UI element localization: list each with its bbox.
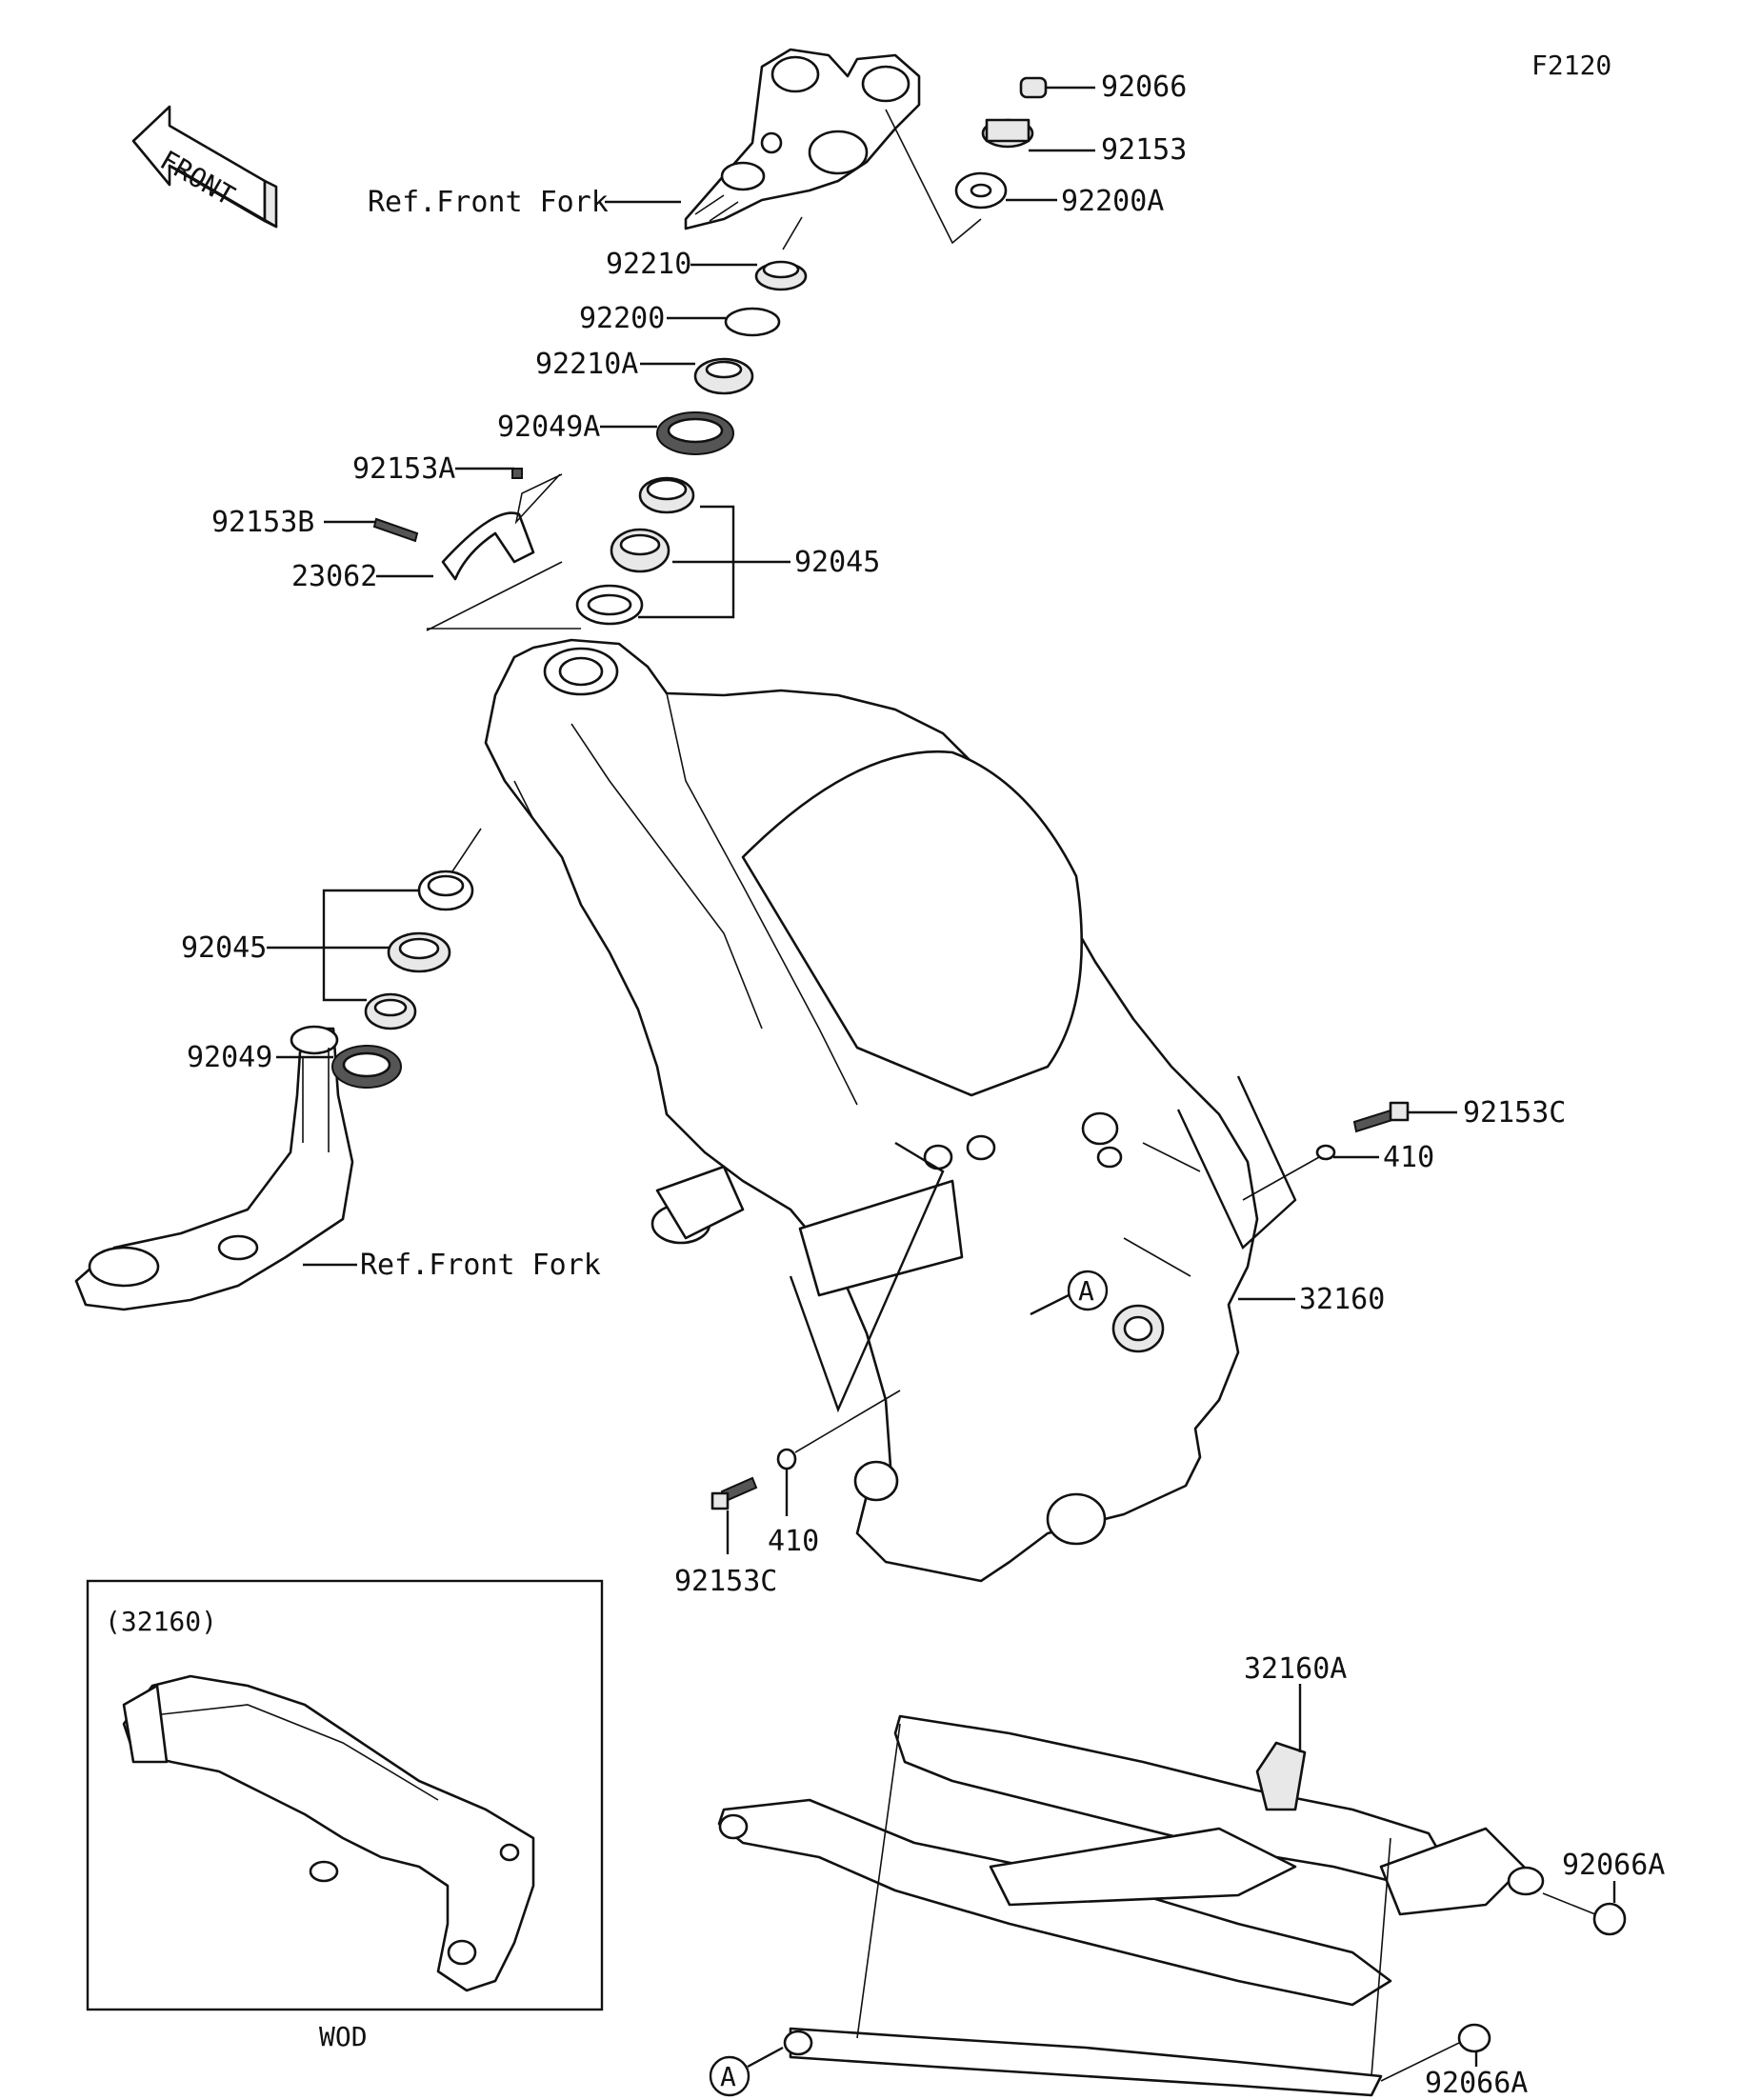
leader-frame-left: [789, 1141, 945, 1413]
label-92045-left: 92045: [181, 931, 267, 965]
inset-box: [86, 1579, 604, 2011]
bolt-92153C-left: [710, 1476, 758, 1554]
ref-A-main: A: [1030, 1270, 1109, 1316]
bracket-23062: [324, 467, 563, 631]
label-410-left: 410: [768, 1525, 819, 1558]
label-92200A: 92200A: [1061, 185, 1164, 218]
leader-frame-right: [1176, 1075, 1297, 1250]
front-direction-arrow-icon: FRONT: [131, 105, 278, 229]
lower-triple-clamp-stem: [74, 1025, 354, 1311]
label-92049: 92049: [187, 1041, 272, 1074]
inset-caption: WOD: [319, 2021, 368, 2052]
ref-A-subframe-label: A: [720, 2061, 736, 2092]
ref-A-main-label: A: [1078, 1275, 1094, 1307]
rear-subframe-32160A: [717, 1714, 1545, 2097]
inset-title: (32160): [105, 1606, 217, 1637]
label-92200: 92200: [579, 302, 665, 335]
label-92066A-right: 92066A: [1562, 1849, 1665, 1882]
nut-92210A: [640, 357, 754, 395]
bearing-set-lower-92045: [267, 828, 482, 1030]
inset-frame-drawing: [122, 1674, 535, 1992]
label-ref-front-fork-top: Ref.Front Fork: [368, 186, 609, 219]
label-410-right: 410: [1383, 1141, 1434, 1174]
locknut-92210: [690, 216, 808, 291]
leader-stem-bolt: [885, 109, 982, 245]
label-92066: 92066: [1101, 70, 1187, 104]
washer-92200A: [954, 171, 1057, 210]
seal-92049A: [600, 411, 734, 455]
label-92153B: 92153B: [211, 506, 314, 539]
ref-A-subframe: A: [709, 2046, 784, 2097]
upper-triple-clamp: [684, 48, 921, 230]
plug-92066A-bottom: [1380, 2023, 1491, 2082]
label-92153: 92153: [1101, 133, 1187, 167]
washer-92200: [667, 307, 781, 337]
plug-92066A-right: [1542, 1881, 1627, 1936]
main-frame-32160: [484, 638, 1259, 1583]
label-92049A: 92049A: [497, 410, 600, 444]
bolt-92153C-right: [1352, 1101, 1457, 1133]
label-92066A-bottom: 92066A: [1425, 2067, 1528, 2100]
label-32160A: 32160A: [1244, 1652, 1347, 1686]
label-ref-front-fork-bottom: Ref.Front Fork: [360, 1249, 601, 1282]
label-92210: 92210: [606, 248, 691, 281]
label-23062: 23062: [291, 560, 377, 593]
cap-92066: [1019, 76, 1095, 99]
label-92153C-right: 92153C: [1463, 1096, 1566, 1130]
nut-92153: [981, 118, 1095, 152]
label-92045-right: 92045: [794, 546, 880, 579]
label-32160: 32160: [1299, 1283, 1385, 1316]
seal-92049: [276, 1045, 402, 1089]
figure-code: F2120: [1531, 50, 1611, 81]
washer-410-right: [1315, 1144, 1379, 1161]
bearing-set-upper-92045: [575, 476, 790, 626]
label-92210A: 92210A: [535, 348, 638, 381]
label-92153C-left: 92153C: [674, 1565, 777, 1598]
leader-410-right: [1242, 1156, 1320, 1201]
washer-410-left: [776, 1390, 901, 1516]
label-92153A: 92153A: [352, 452, 455, 486]
